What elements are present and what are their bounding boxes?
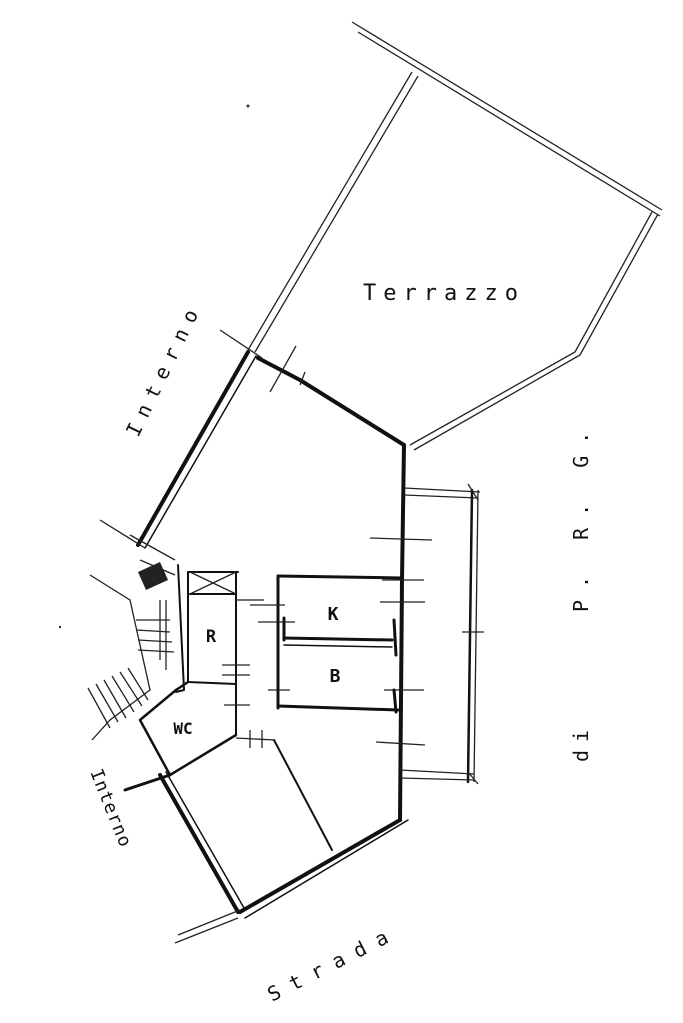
interno-bottom-label: Interno: [85, 766, 136, 851]
room-b-label: B: [330, 666, 341, 687]
prg-label: P. R. G.: [569, 420, 593, 612]
balcony: [399, 483, 484, 785]
wall-ticks: [99, 329, 433, 944]
room-k-label: K: [328, 604, 339, 625]
staircase: [87, 559, 185, 741]
room-k-b-walls: [250, 574, 404, 714]
room-r-wc-walls: [123, 571, 333, 851]
strada-label: Strada: [263, 920, 402, 1007]
terrace-outline: [247, 21, 663, 451]
room-r-label: R: [206, 627, 217, 647]
di-label: di: [569, 722, 593, 762]
terrace-label: Terrazzo: [363, 281, 525, 306]
exterior-walls: [136, 350, 409, 919]
room-wc-label: WC: [173, 719, 192, 738]
interno-top-label: Interno: [121, 297, 207, 440]
